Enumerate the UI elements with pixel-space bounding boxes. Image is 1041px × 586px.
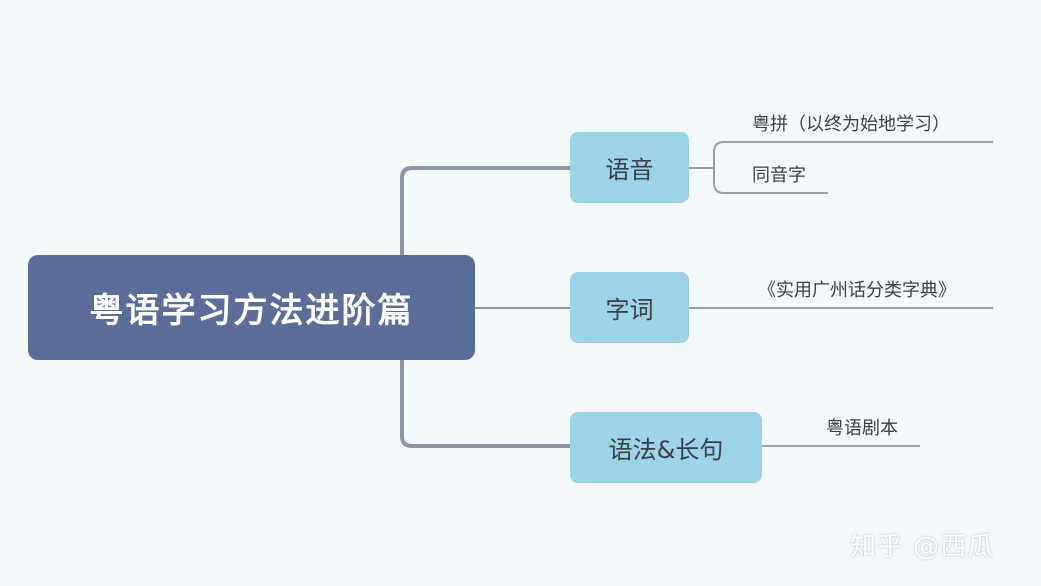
leaf-scripts[interactable]: 粤语剧本 <box>826 418 898 439</box>
topic-label: 语法&长句 <box>608 436 724 464</box>
topic-label: 字词 <box>605 296 654 324</box>
topic-grammar[interactable]: 语法&长句 <box>570 412 762 483</box>
leaf-homophones[interactable]: 同音字 <box>752 165 806 186</box>
watermark-text: 知乎 @西瓜 <box>850 532 995 562</box>
central-topic-label: 粤语学习方法进阶篇 <box>89 291 414 331</box>
topic-pronunciation[interactable]: 语音 <box>570 132 689 203</box>
topic-1-leaf-bracket <box>713 141 993 194</box>
leaf-jyutping[interactable]: 粤拼（以终为始地学习） <box>752 114 950 135</box>
central-topic[interactable]: 粤语学习方法进阶篇 <box>28 255 475 360</box>
topic-label: 语音 <box>605 156 654 184</box>
leaf-dictionary[interactable]: 《实用广州话分类字典》 <box>758 280 956 301</box>
topic-vocabulary[interactable]: 字词 <box>570 272 689 343</box>
